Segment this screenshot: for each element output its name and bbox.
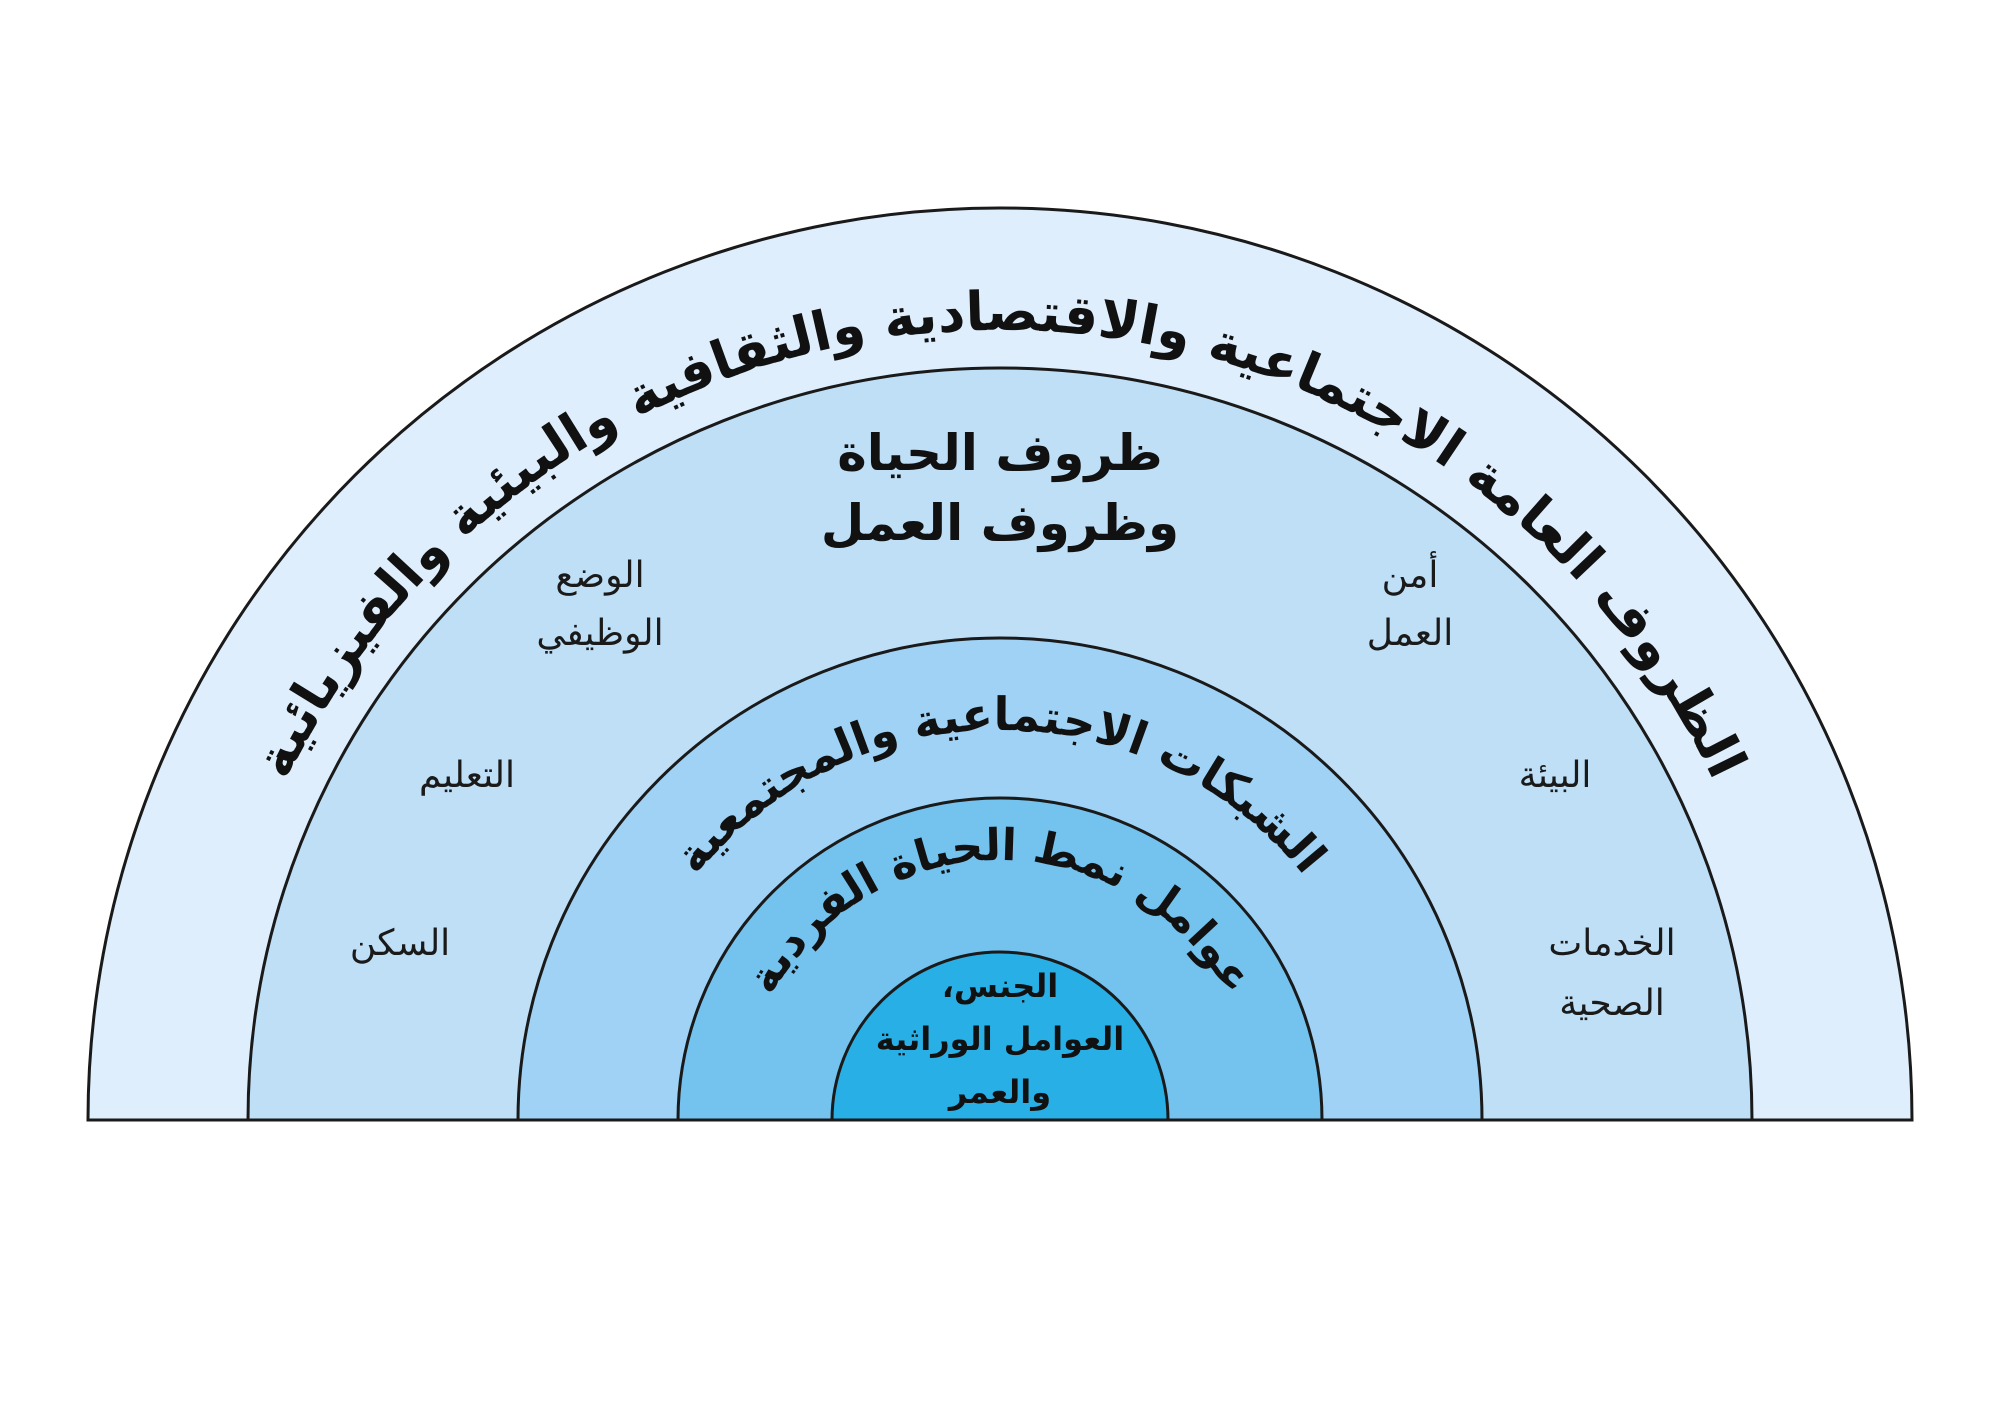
job-security-line2: العمل (1367, 613, 1453, 654)
core-line1: الجنس، (942, 967, 1059, 1005)
work-status-line1: الوضع (555, 555, 644, 596)
core-line3: والعمر (947, 1073, 1051, 1111)
education-label: التعليم (419, 755, 515, 796)
core-line2: العوامل الوراثية (876, 1020, 1125, 1058)
work-status-line2: الوظيفي (536, 613, 663, 654)
health-services-line2: الصحية (1559, 983, 1665, 1024)
ring-core (830, 950, 1170, 1122)
living-working-title-line2: وظروف العمل (821, 494, 1179, 553)
living-working-title-line1: ظروف الحياة (837, 424, 1162, 483)
job-security-line1: أمن (1382, 551, 1439, 596)
housing-label: السكن (350, 923, 450, 964)
health-services-line1: الخدمات (1548, 923, 1675, 964)
environment-label: البيئة (1519, 755, 1592, 796)
